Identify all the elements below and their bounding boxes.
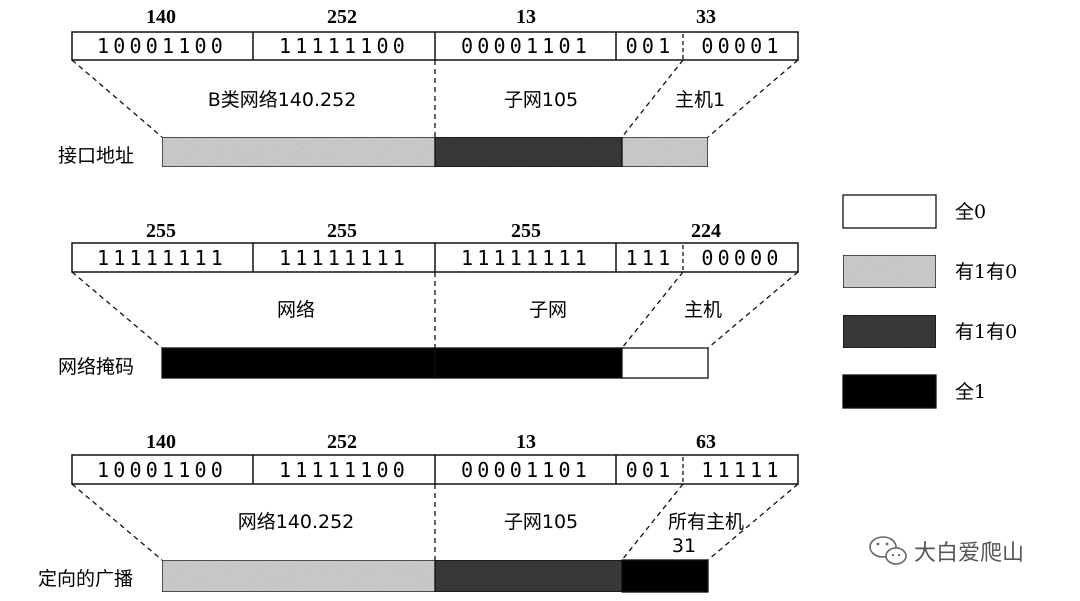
octet-bits: 11111111 [279,246,409,270]
octet-bits-subnet-part: 001 [626,34,675,58]
octet-value: 224 [691,220,721,242]
octet-bits-subnet-part: 111 [626,246,675,270]
octet-value: 255 [511,220,541,242]
octet-value: 33 [696,6,716,28]
host-label: 所有主机 [668,511,744,533]
bar-subnet-segment [434,136,623,168]
octet-value: 255 [327,220,357,242]
octet-bits-host-part: 00001 [701,34,782,58]
projection-line [707,483,799,561]
watermark-text: 大白爱爬山 [914,541,1024,566]
subnet-label: 子网 [529,299,567,321]
projection-line [621,483,684,561]
bar-host-segment [621,136,709,168]
row-directed-broadcast: 140 252 13 63 10001100 11111100 00001101… [38,431,799,593]
wechat-icon [869,536,907,565]
octet-bits: 11111111 [461,246,591,270]
legend-label: 有1有0 [955,261,1017,283]
subnet-label: 子网105 [504,89,578,111]
legend-swatch-all-one [842,374,937,409]
octet-value: 252 [327,6,357,28]
subnet-label: 子网105 [504,511,578,533]
legend-label: 有1有0 [955,321,1017,343]
bar-subnet-segment [434,347,623,379]
octet-value: 13 [516,431,536,453]
network-label: B类网络140.252 [208,89,357,111]
projection-line [621,271,684,349]
legend-label: 全0 [955,201,986,223]
projection-line [71,59,163,138]
legend-label: 全1 [955,381,986,403]
legend: 全0 有1有0 有1有0 全1 [842,194,1017,409]
projection-line [71,271,163,349]
host-count-label: 31 [672,535,696,557]
bar-network-segment [161,136,436,168]
octet-value: 255 [146,220,176,242]
octet-bits-host-part: 00000 [701,246,782,270]
projection-line [707,271,799,349]
octet-value: 252 [327,431,357,453]
host-label: 主机 [684,299,722,321]
octet-value: 13 [516,6,536,28]
row-label: 定向的广播 [38,568,133,590]
row-label: 网络掩码 [58,356,134,378]
octet-value: 63 [696,431,716,453]
bar-host-segment [621,559,709,593]
legend-swatch-all-zero [842,194,937,229]
octet-bits: 11111100 [279,458,409,482]
bar-subnet-segment [434,559,623,593]
octet-bits-subnet-part: 001 [626,458,675,482]
octet-bits: 00001101 [461,458,591,482]
octet-bits: 10001100 [97,34,227,58]
octet-value: 140 [146,6,176,28]
octet-bits: 11111100 [279,34,409,58]
projection-line [71,483,163,561]
row-network-mask: 255 255 255 224 11111111 11111111 111111… [58,220,799,379]
octet-value: 140 [146,431,176,453]
host-label: 主机1 [675,89,725,111]
projection-line [621,59,684,138]
bar-network-segment [161,347,436,379]
octet-bits: 00001101 [461,34,591,58]
bar-network-segment [161,559,436,593]
legend-swatch-mixed-dark [842,314,937,349]
bar-host-segment [621,347,709,379]
network-label: 网络 [277,299,315,321]
legend-swatch-mixed-light [842,254,937,289]
row-interface-address: 140 252 13 33 10001100 11111100 00001101… [58,6,799,168]
octet-bits: 10001100 [97,458,227,482]
network-label: 网络140.252 [238,511,355,533]
octet-bits-host-part: 11111 [701,458,782,482]
projection-line [707,59,799,138]
row-label: 接口地址 [58,145,134,167]
octet-bits: 11111111 [97,246,227,270]
watermark: 大白爱爬山 [869,536,1024,566]
